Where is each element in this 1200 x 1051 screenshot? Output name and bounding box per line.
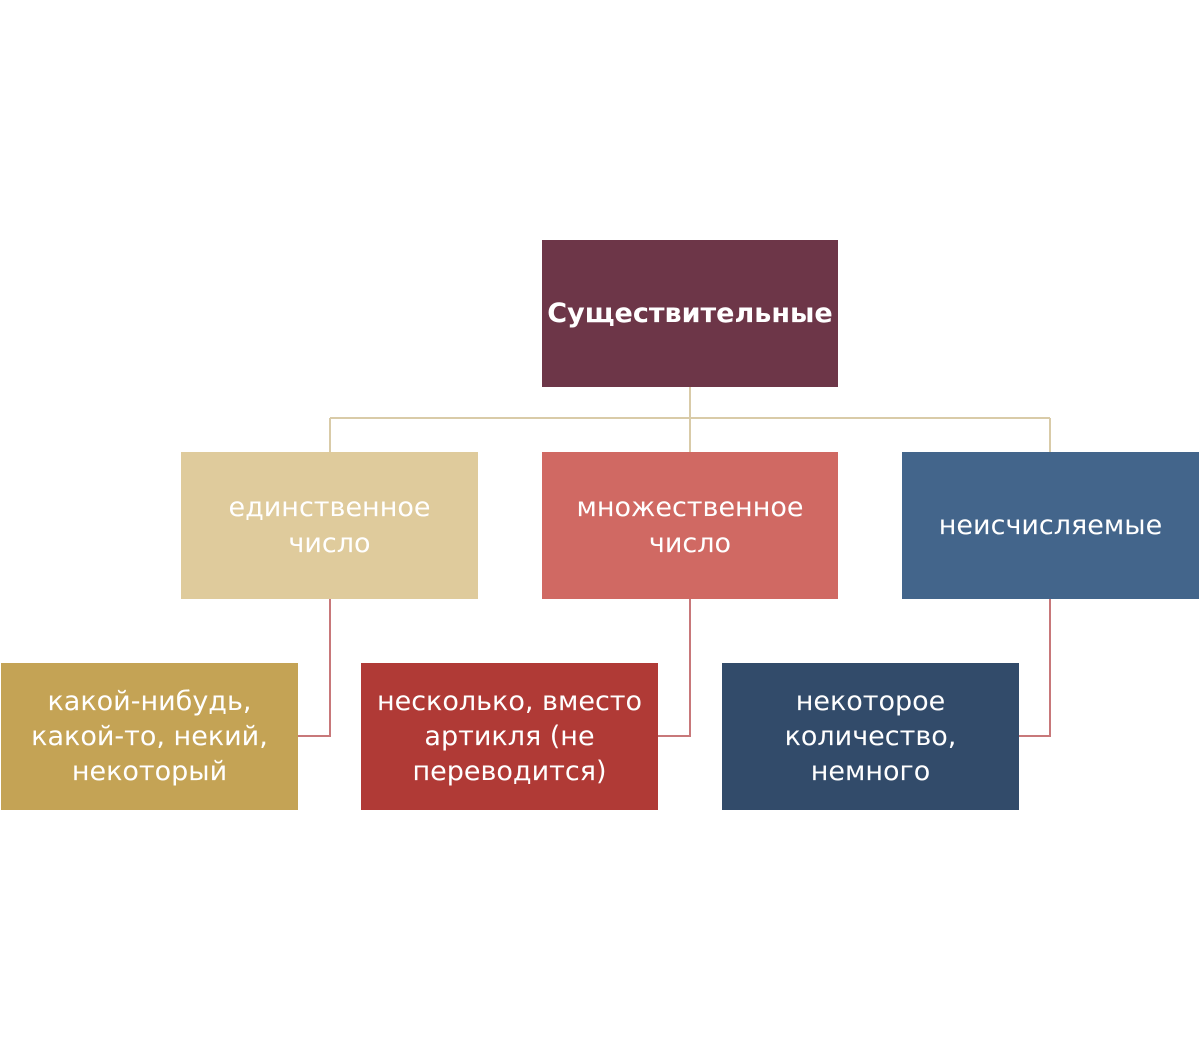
example-node-uncountable: некоторое количество, немного [722, 663, 1019, 810]
example-label-uncountable: некоторое количество, немного [784, 685, 957, 788]
elbow-connector-3 [1019, 599, 1051, 737]
example-label-singular: какой-нибудь, какой-то, некий, некоторый [31, 685, 268, 788]
elbow-connector-2 [658, 599, 691, 737]
category-label-uncountable: неисчисляемые [938, 509, 1163, 541]
category-label-singular: единственное число [228, 492, 431, 559]
category-node-singular: единственное число [181, 452, 478, 599]
example-label-plural: несколько, вместо артикля (не переводитс… [376, 685, 643, 788]
root-node-label: Существительные [547, 297, 833, 329]
category-node-plural: множественное число [542, 452, 838, 599]
elbow-connector-1 [298, 599, 331, 737]
example-node-singular: какой-нибудь, какой-то, некий, некоторый [1, 663, 298, 810]
example-connectors [298, 599, 1051, 737]
example-node-plural: несколько, вместо артикля (не переводитс… [361, 663, 658, 810]
root-connectors [329, 387, 1051, 452]
root-node: Существительные [542, 240, 838, 387]
category-label-plural: множественное число [576, 492, 804, 559]
category-node-uncountable: неисчисляемые [902, 452, 1199, 599]
